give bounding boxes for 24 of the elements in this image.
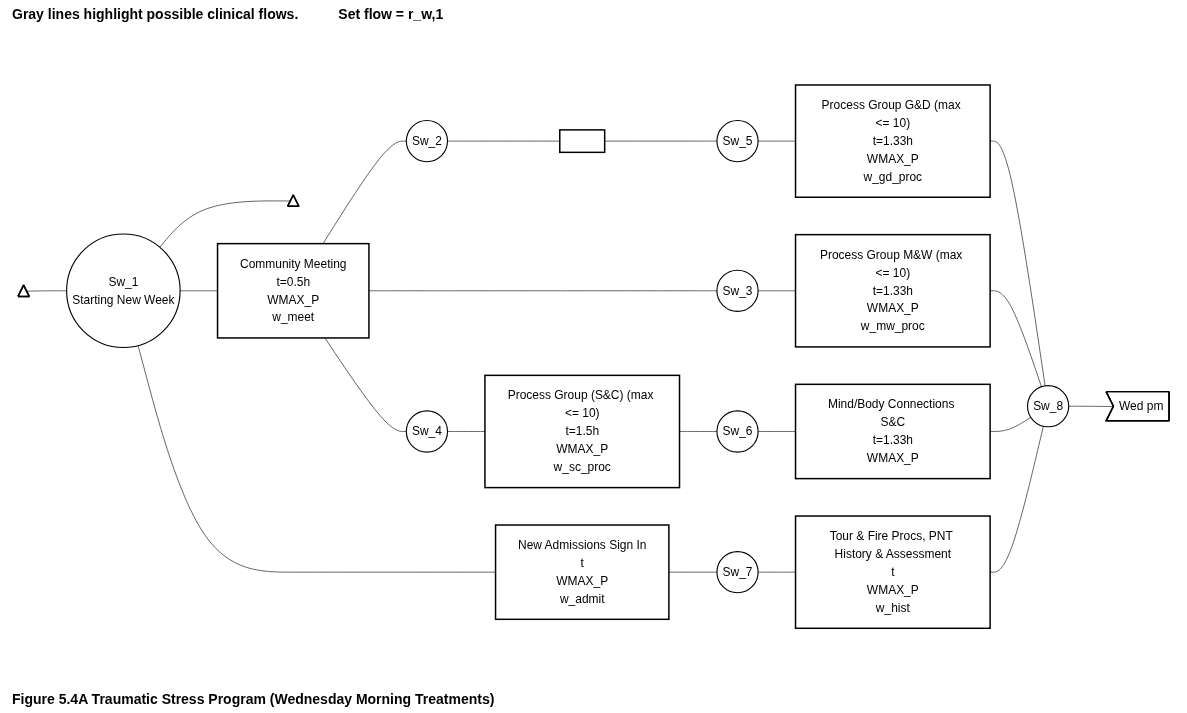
connector [137,345,496,573]
connector [26,290,67,292]
figure-caption: Figure 5.4A Traumatic Stress Program (Wednesday Morning Treatments) [12,691,496,707]
node-circle: Sw_4 [405,410,449,453]
connector [324,337,407,432]
node-box: New Admissions Sign In t WMAX_P w_admit [494,524,670,620]
connector [322,140,407,244]
note-text: Gray lines highlight possible clinical flows. [12,6,299,22]
node-circle: Sw_6 [716,410,759,453]
node-circle: Sw_1 Starting New Week [66,233,181,348]
node-box: Process Group G&D (max <= 10) t=1.33h WMAX_P w_gd_proc [794,84,991,198]
node-circle: Sw_2 [405,119,449,163]
note-text: Set flow = r_w,1 [338,6,444,22]
node-box [559,129,606,153]
node-circle: Sw_7 [716,550,759,594]
node-circle: Sw_3 [716,269,759,312]
node-box: Mind/Body Connections S&C t=1.33h WMAX_P [794,383,991,480]
node-circle: Sw_5 [716,119,759,163]
connector [159,200,292,248]
node-box: Process Group (S&C) (max <= 10) t=1.5h WMAX_P w_sc_proc [484,374,681,489]
node-box: Community Meeting t=0.5h WMAX_P w_meet [216,242,370,339]
node-box: Tour & Fire Procs, PNT History & Assessment t WMAX_P w_hist [794,515,991,629]
node-circle: Sw_8 [1026,384,1070,428]
node-box: Process Group M&W (max <= 10) t=1.33h WMAX_P w_mw_proc [794,233,991,348]
